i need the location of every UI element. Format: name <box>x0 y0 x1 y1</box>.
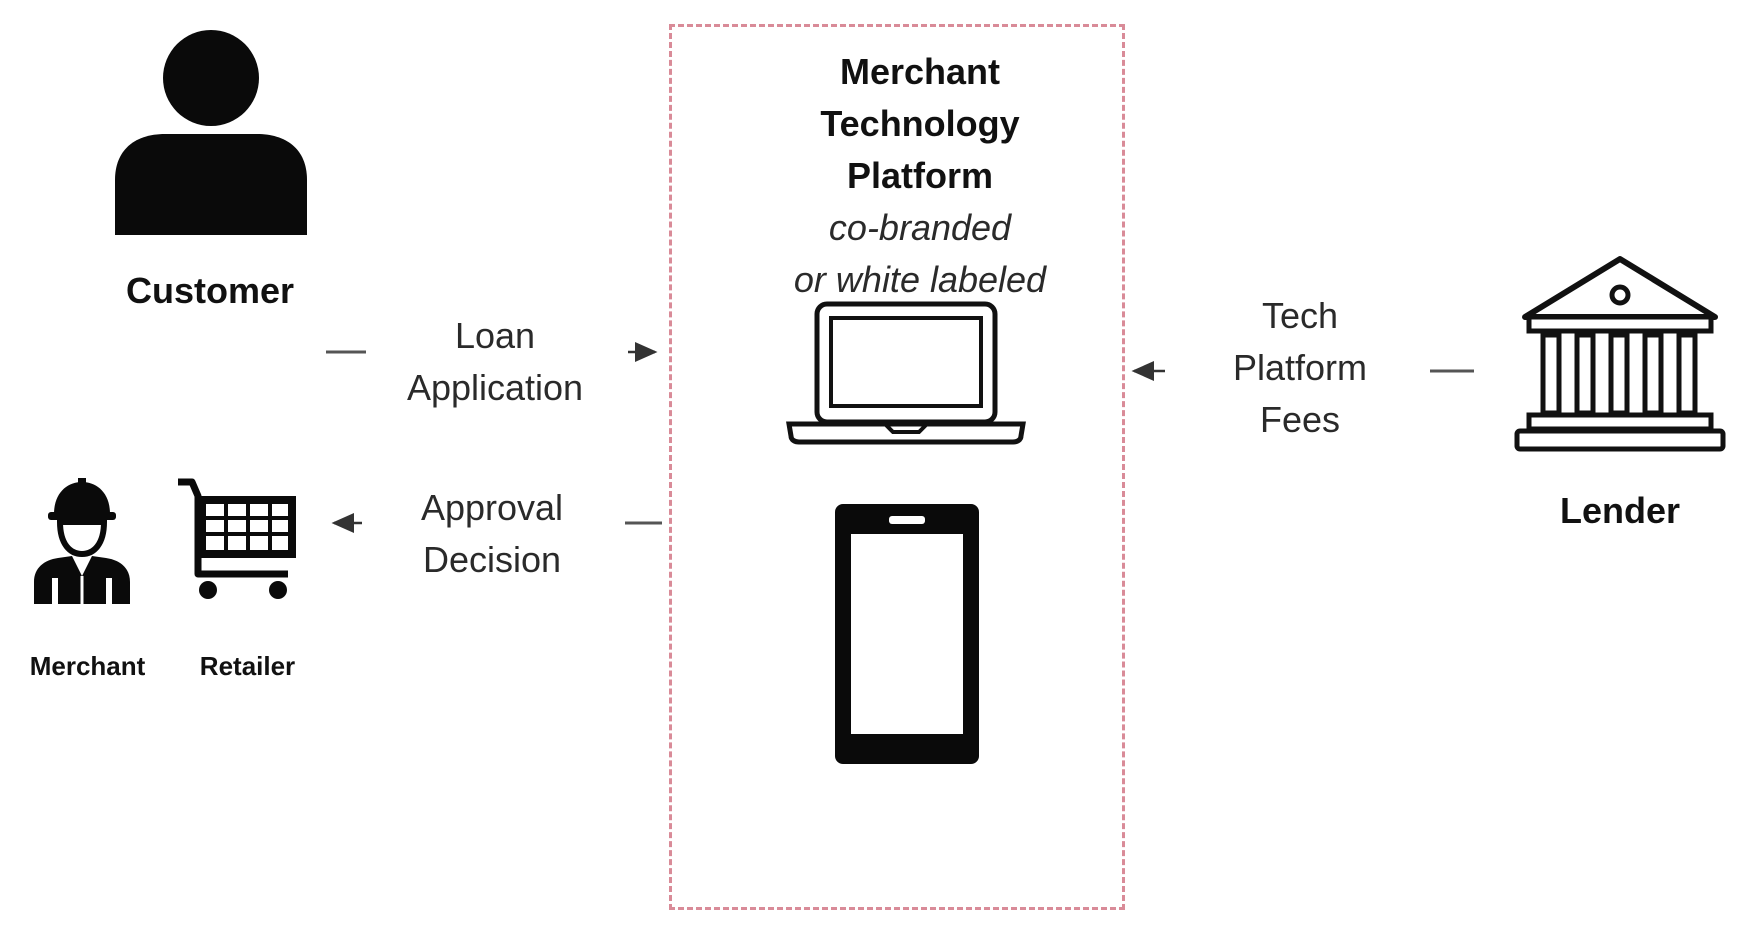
platform-subtitle-line-1: co-branded <box>828 207 1012 248</box>
tech-platform-fees-label: Tech Platform Fees <box>1190 290 1410 446</box>
platform-subtitle: co-branded or white labeled <box>720 202 1120 306</box>
approval-decision-label: Approval Decision <box>372 482 612 586</box>
smartphone-icon <box>833 502 981 766</box>
approval-decision-line-2: Decision <box>422 539 562 580</box>
loan-application-line-2: Application <box>406 367 584 408</box>
platform-title: Merchant Technology Platform <box>720 46 1120 202</box>
tech-fees-line-1: Tech <box>1261 295 1339 336</box>
merchant-label: Merchant <box>29 651 146 681</box>
tech-fees-line-3: Fees <box>1259 399 1341 440</box>
lender-label: Lender <box>1559 490 1681 531</box>
loan-application-label: Loan Application <box>380 310 610 414</box>
laptop-icon <box>785 300 1027 445</box>
bank-icon <box>1514 255 1726 455</box>
platform-subtitle-line-2: or white labeled <box>793 259 1047 300</box>
platform-title-line-3: Platform <box>846 155 994 196</box>
person-icon <box>115 30 307 235</box>
approval-decision-line-1: Approval <box>420 487 564 528</box>
customer-label: Customer <box>125 270 295 311</box>
worker-icon <box>32 478 132 604</box>
platform-title-line-2: Technology <box>820 103 1020 144</box>
tech-fees-line-2: Platform <box>1232 347 1368 388</box>
platform-boundary <box>669 24 1125 910</box>
platform-title-line-1: Merchant <box>839 51 1001 92</box>
shopping-cart-icon <box>178 478 298 604</box>
retailer-label: Retailer <box>199 651 296 681</box>
loan-application-line-1: Loan <box>454 315 536 356</box>
